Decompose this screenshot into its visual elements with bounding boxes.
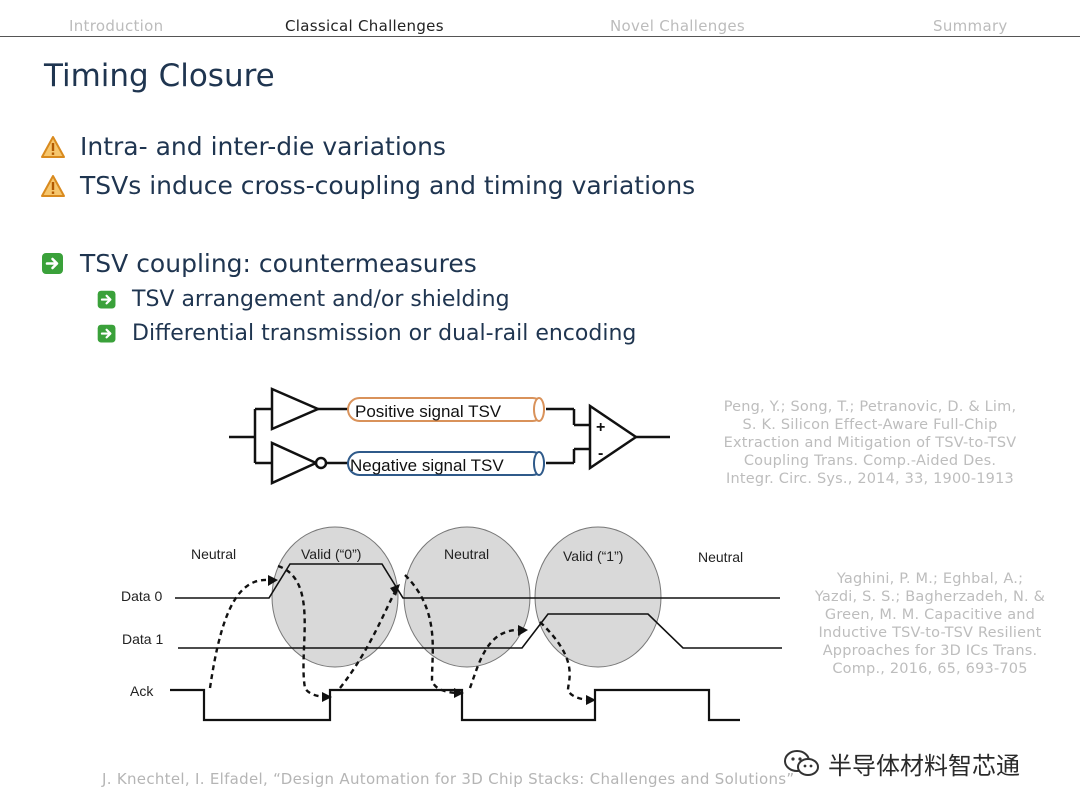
bullet-text: TSV coupling: countermeasures <box>80 249 477 278</box>
phase-label-valid-0: Valid (“0”) <box>301 546 361 562</box>
bullet-text: Intra- and inter-die variations <box>80 132 446 161</box>
bullet-text: TSVs induce cross-coupling and timing va… <box>80 171 696 200</box>
negative-tsv-label: Negative signal TSV <box>350 456 504 475</box>
arrow-right-icon <box>97 290 116 308</box>
reference-line: Inductive TSV-to-TSV Resilient <box>818 625 1042 641</box>
phase-label-valid-1: Valid (“1”) <box>563 548 623 564</box>
signal-label-data0: Data 0 <box>121 588 162 604</box>
nav-item-introduction[interactable]: Introduction <box>69 17 164 35</box>
footer-citation: J. Knechtel, I. Elfadel, “Design Automat… <box>102 770 795 788</box>
reference-line: Approaches for 3D ICs Trans. <box>822 643 1038 659</box>
reference-peng: Peng, Y.; Song, T.; Petranovic, D. & Lim… <box>700 398 1040 488</box>
bullet-3: TSV coupling: countermeasures <box>40 249 477 278</box>
signal-label-ack: Ack <box>130 683 154 699</box>
watermark-text: 半导体材料智芯通 <box>828 752 1020 780</box>
reference-line: Coupling Trans. Comp.-Aided Des. <box>743 453 997 469</box>
warning-icon <box>41 174 65 197</box>
sub-bullet-text: TSV arrangement and/or shielding <box>132 287 510 312</box>
reference-line: Peng, Y.; Song, T.; Petranovic, D. & Lim… <box>723 399 1017 415</box>
nav-item-summary[interactable]: Summary <box>933 17 1008 35</box>
bullet-1: Intra- and inter-die variations <box>40 132 446 161</box>
waveform-ack <box>170 688 740 722</box>
waveform-data0 <box>175 563 780 599</box>
arrow-right-icon <box>97 324 116 342</box>
signal-label-data1: Data 1 <box>122 631 163 647</box>
wechat-icon <box>784 749 819 776</box>
reference-line: Extraction and Mitigation of TSV-to-TSV <box>723 435 1017 451</box>
reference-line: Yaghini, P. M.; Eghbal, A.; <box>836 571 1024 587</box>
bullet-2: TSVs induce cross-coupling and timing va… <box>40 171 695 200</box>
phase-label-neutral-3: Neutral <box>698 549 743 565</box>
positive-tsv-label: Positive signal TSV <box>355 402 502 421</box>
reference-line: Green, M. M. Capacitive and <box>824 607 1036 623</box>
nav-item-novel-challenges[interactable]: Novel Challenges <box>610 17 746 35</box>
sub-bullet-text: Differential transmission or dual-rail e… <box>132 321 637 346</box>
arrow-right-icon <box>42 252 63 274</box>
waveform-data1 <box>178 613 782 649</box>
sub-bullet-1: TSV arrangement and/or shielding <box>96 287 510 312</box>
reference-line: S. K. Silicon Effect-Aware Full-Chip <box>742 417 998 433</box>
watermark: 半导体材料智芯通 <box>782 746 1020 781</box>
phase-label-neutral-2: Neutral <box>444 546 489 562</box>
reference-line: Comp., 2016, 65, 693-705 <box>832 661 1028 677</box>
slide-title: Timing Closure <box>44 58 275 94</box>
reference-line: Integr. Circ. Sys., 2014, 33, 1900-1913 <box>726 471 1014 487</box>
section-nav: Introduction Classical Challenges Novel … <box>0 0 1080 37</box>
warning-icon <box>41 135 65 158</box>
phase-label-neutral-1: Neutral <box>191 546 236 562</box>
sub-bullet-2: Differential transmission or dual-rail e… <box>96 321 636 346</box>
nav-item-classical-challenges[interactable]: Classical Challenges <box>285 17 444 35</box>
reference-line: Yazdi, S. S.; Bagherzadeh, N. & <box>814 589 1046 605</box>
comparator-minus: - <box>598 445 603 462</box>
reference-yaghini: Yaghini, P. M.; Eghbal, A.; Yazdi, S. S.… <box>790 570 1070 678</box>
comparator-plus: + <box>596 419 605 436</box>
